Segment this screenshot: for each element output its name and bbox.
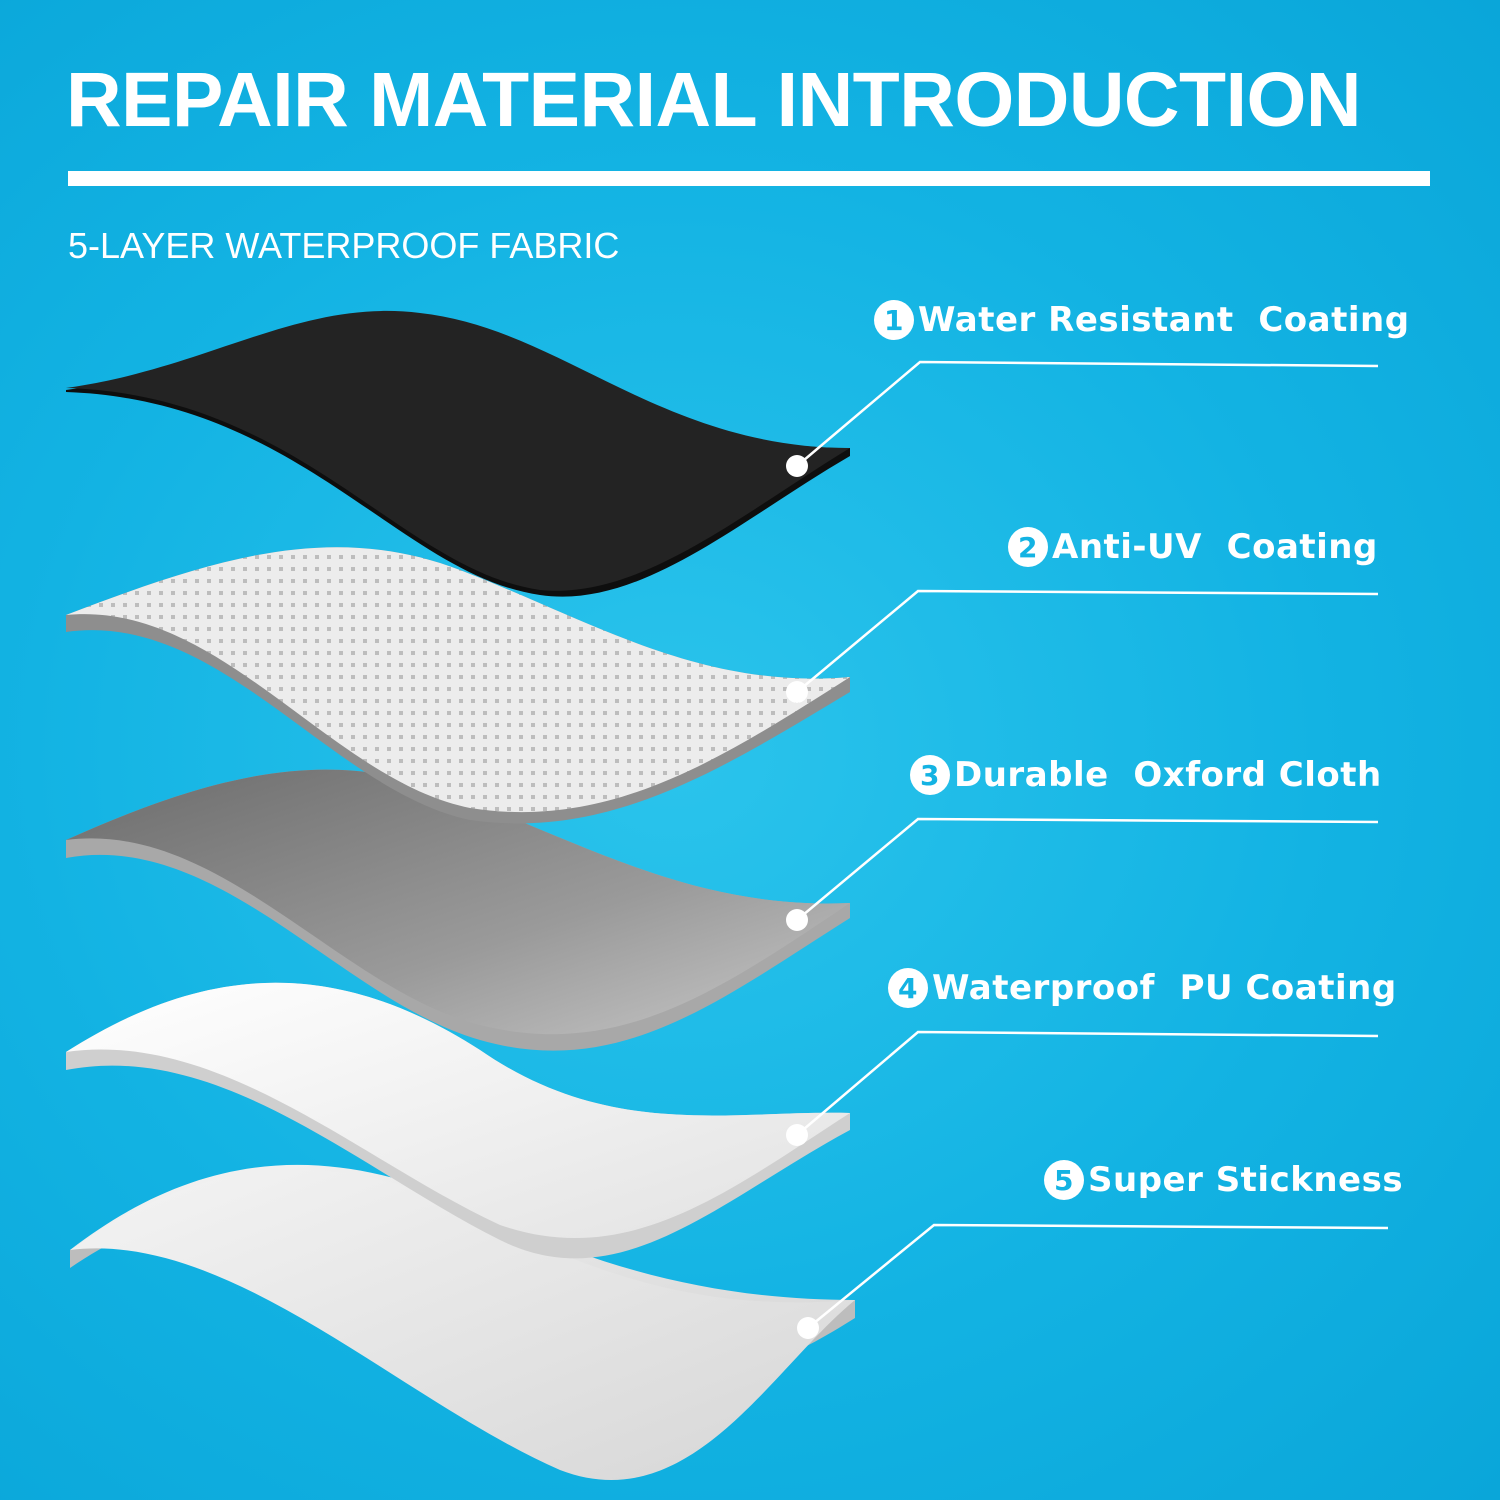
layer-3-marker-dot [786, 909, 808, 931]
number-badge-1: 1 [874, 300, 914, 340]
layer-2-label-text: Anti-UV Coating [1052, 527, 1378, 567]
number-badge-3: 3 [910, 755, 950, 795]
number-badge-5: 5 [1044, 1160, 1084, 1200]
layer-3-label-text: Durable Oxford Cloth [954, 755, 1382, 795]
layer-3-label: 3 Durable Oxford Cloth [910, 755, 1382, 795]
layer-4-marker-dot [786, 1124, 808, 1146]
layer-4-label: 4 Waterproof PU Coating [888, 968, 1397, 1008]
layer-5-label-text: Super Stickness [1088, 1160, 1403, 1200]
number-badge-2: 2 [1008, 527, 1048, 567]
layer-5-label: 5 Super Stickness [1044, 1160, 1403, 1200]
layer-2-label: 2 Anti-UV Coating [1008, 527, 1378, 567]
layer-4-label-text: Waterproof PU Coating [932, 968, 1397, 1008]
layer-1-label-text: Water Resistant Coating [918, 300, 1410, 340]
layer-5-marker-dot [797, 1317, 819, 1339]
layer-1-fabric [66, 311, 850, 597]
layer-2-fabric [66, 547, 850, 823]
layer-2-marker-dot [786, 681, 808, 703]
layer-1-label: 1 Water Resistant Coating [874, 300, 1410, 340]
number-badge-4: 4 [888, 968, 928, 1008]
layer-1-marker-dot [786, 455, 808, 477]
leader-dots [786, 455, 819, 1339]
